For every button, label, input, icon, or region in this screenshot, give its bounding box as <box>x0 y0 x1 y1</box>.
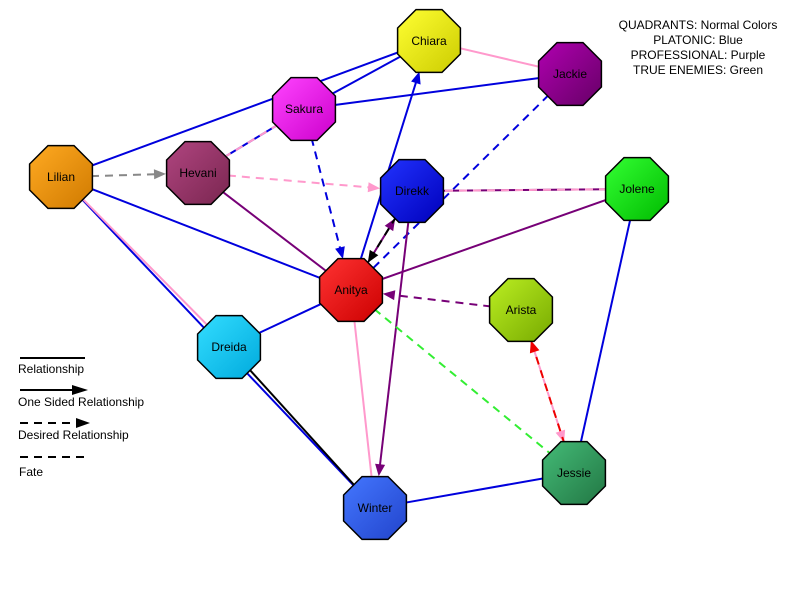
node-shape-winter <box>342 475 408 541</box>
node-arista[interactable]: Arista <box>488 277 554 343</box>
edge-lilian-anitya <box>88 186 352 291</box>
edge-anitya-jessie <box>373 308 575 474</box>
node-shape-hevani <box>165 140 231 206</box>
edge-jolene-jessie <box>573 218 632 474</box>
node-shape-jessie <box>541 440 607 506</box>
node-label-jessie: Jessie <box>557 466 591 480</box>
edge-anitya-jolene <box>378 188 638 281</box>
node-direkk[interactable]: Direkk <box>379 158 445 224</box>
node-dreida[interactable]: Dreida <box>196 314 262 380</box>
edge-lilian-hevani <box>90 173 159 178</box>
node-label-direkk: Direkk <box>395 184 430 198</box>
node-shape-jackie <box>537 41 603 107</box>
legend-lines <box>20 357 90 458</box>
node-shape-jolene <box>604 156 670 222</box>
edge-lilian-chiara <box>88 40 430 168</box>
node-chiara[interactable]: Chiara <box>396 8 462 74</box>
node-label-jolene: Jolene <box>619 182 655 196</box>
node-anitya[interactable]: Anitya <box>318 257 384 323</box>
relationship-key: QUADRANTS: Normal Colors PLATONIC: Blue … <box>598 18 798 78</box>
edge-arrowhead-direkk-anitya <box>367 249 379 263</box>
edge-jackie-anitya <box>350 94 550 291</box>
edge-direkk-winter <box>378 220 410 469</box>
key-quadrants: QUADRANTS: Normal Colors <box>618 18 778 32</box>
legend-one-sided-arrowhead <box>72 385 88 395</box>
node-winter[interactable]: Winter <box>342 475 408 541</box>
key-true-enemies: TRUE ENEMIES: Green <box>632 63 764 77</box>
legend-one-sided-label: One Sided Relationship <box>18 395 145 409</box>
node-label-anitya: Anitya <box>334 283 368 297</box>
edge-sakura-anitya <box>310 137 342 252</box>
edge-arrowhead-direkk-winter <box>375 463 386 477</box>
node-label-winter: Winter <box>358 501 393 515</box>
node-sakura[interactable]: Sakura <box>271 76 337 142</box>
edge-arrowhead-lilian-hevani <box>153 169 167 180</box>
edge-hevani-direkk <box>227 174 373 189</box>
node-shape-chiara <box>396 8 462 74</box>
edge-arrowhead-anitya-chiara <box>411 71 421 85</box>
node-label-dreida: Dreida <box>211 340 247 354</box>
edge-jolene-direkk <box>411 188 608 192</box>
node-shape-anitya <box>318 257 384 323</box>
node-lilian[interactable]: Lilian <box>28 144 94 210</box>
node-shape-dreida <box>196 314 262 380</box>
edge-arista-anitya <box>390 293 492 308</box>
legend-desired-label: Desired Relationship <box>18 428 129 442</box>
node-label-arista: Arista <box>506 303 537 317</box>
edge-arrowhead-hevani-direkk <box>367 182 381 193</box>
legend-desired-arrowhead <box>76 418 90 428</box>
node-jackie[interactable]: Jackie <box>537 41 603 107</box>
legend-relationship-label: Relationship <box>18 362 85 376</box>
legend-fate-label: Fate <box>19 465 44 479</box>
node-jolene[interactable]: Jolene <box>604 156 670 222</box>
node-label-lilian: Lilian <box>47 170 75 184</box>
node-jessie[interactable]: Jessie <box>541 440 607 506</box>
node-label-hevani: Hevani <box>179 166 216 180</box>
node-hevani[interactable]: Hevani <box>165 140 231 206</box>
node-label-jackie: Jackie <box>553 67 587 81</box>
edge-hevani-sakura <box>223 108 305 159</box>
node-shape-arista <box>488 277 554 343</box>
edge-arrowhead-arista-anitya <box>382 290 396 301</box>
node-shape-sakura <box>271 76 337 142</box>
node-label-chiara: Chiara <box>411 34 447 48</box>
node-shape-direkk <box>379 158 445 224</box>
edge-lilian-dreida <box>81 197 230 348</box>
node-shape-lilian <box>28 144 94 210</box>
edge-arrowhead-sakura-anitya <box>335 246 345 260</box>
key-professional: PROFESSIONAL: Purple <box>630 48 766 62</box>
edge-direkk-anitya <box>371 215 398 257</box>
node-label-sakura: Sakura <box>285 102 323 116</box>
edge-arrowhead-jessie-arista <box>529 340 540 354</box>
edge-jessie-arista <box>532 347 566 445</box>
edge-sakura-jackie <box>333 73 571 107</box>
edge-arista-jessie <box>529 338 563 436</box>
key-platonic: PLATONIC: Blue <box>653 33 743 47</box>
